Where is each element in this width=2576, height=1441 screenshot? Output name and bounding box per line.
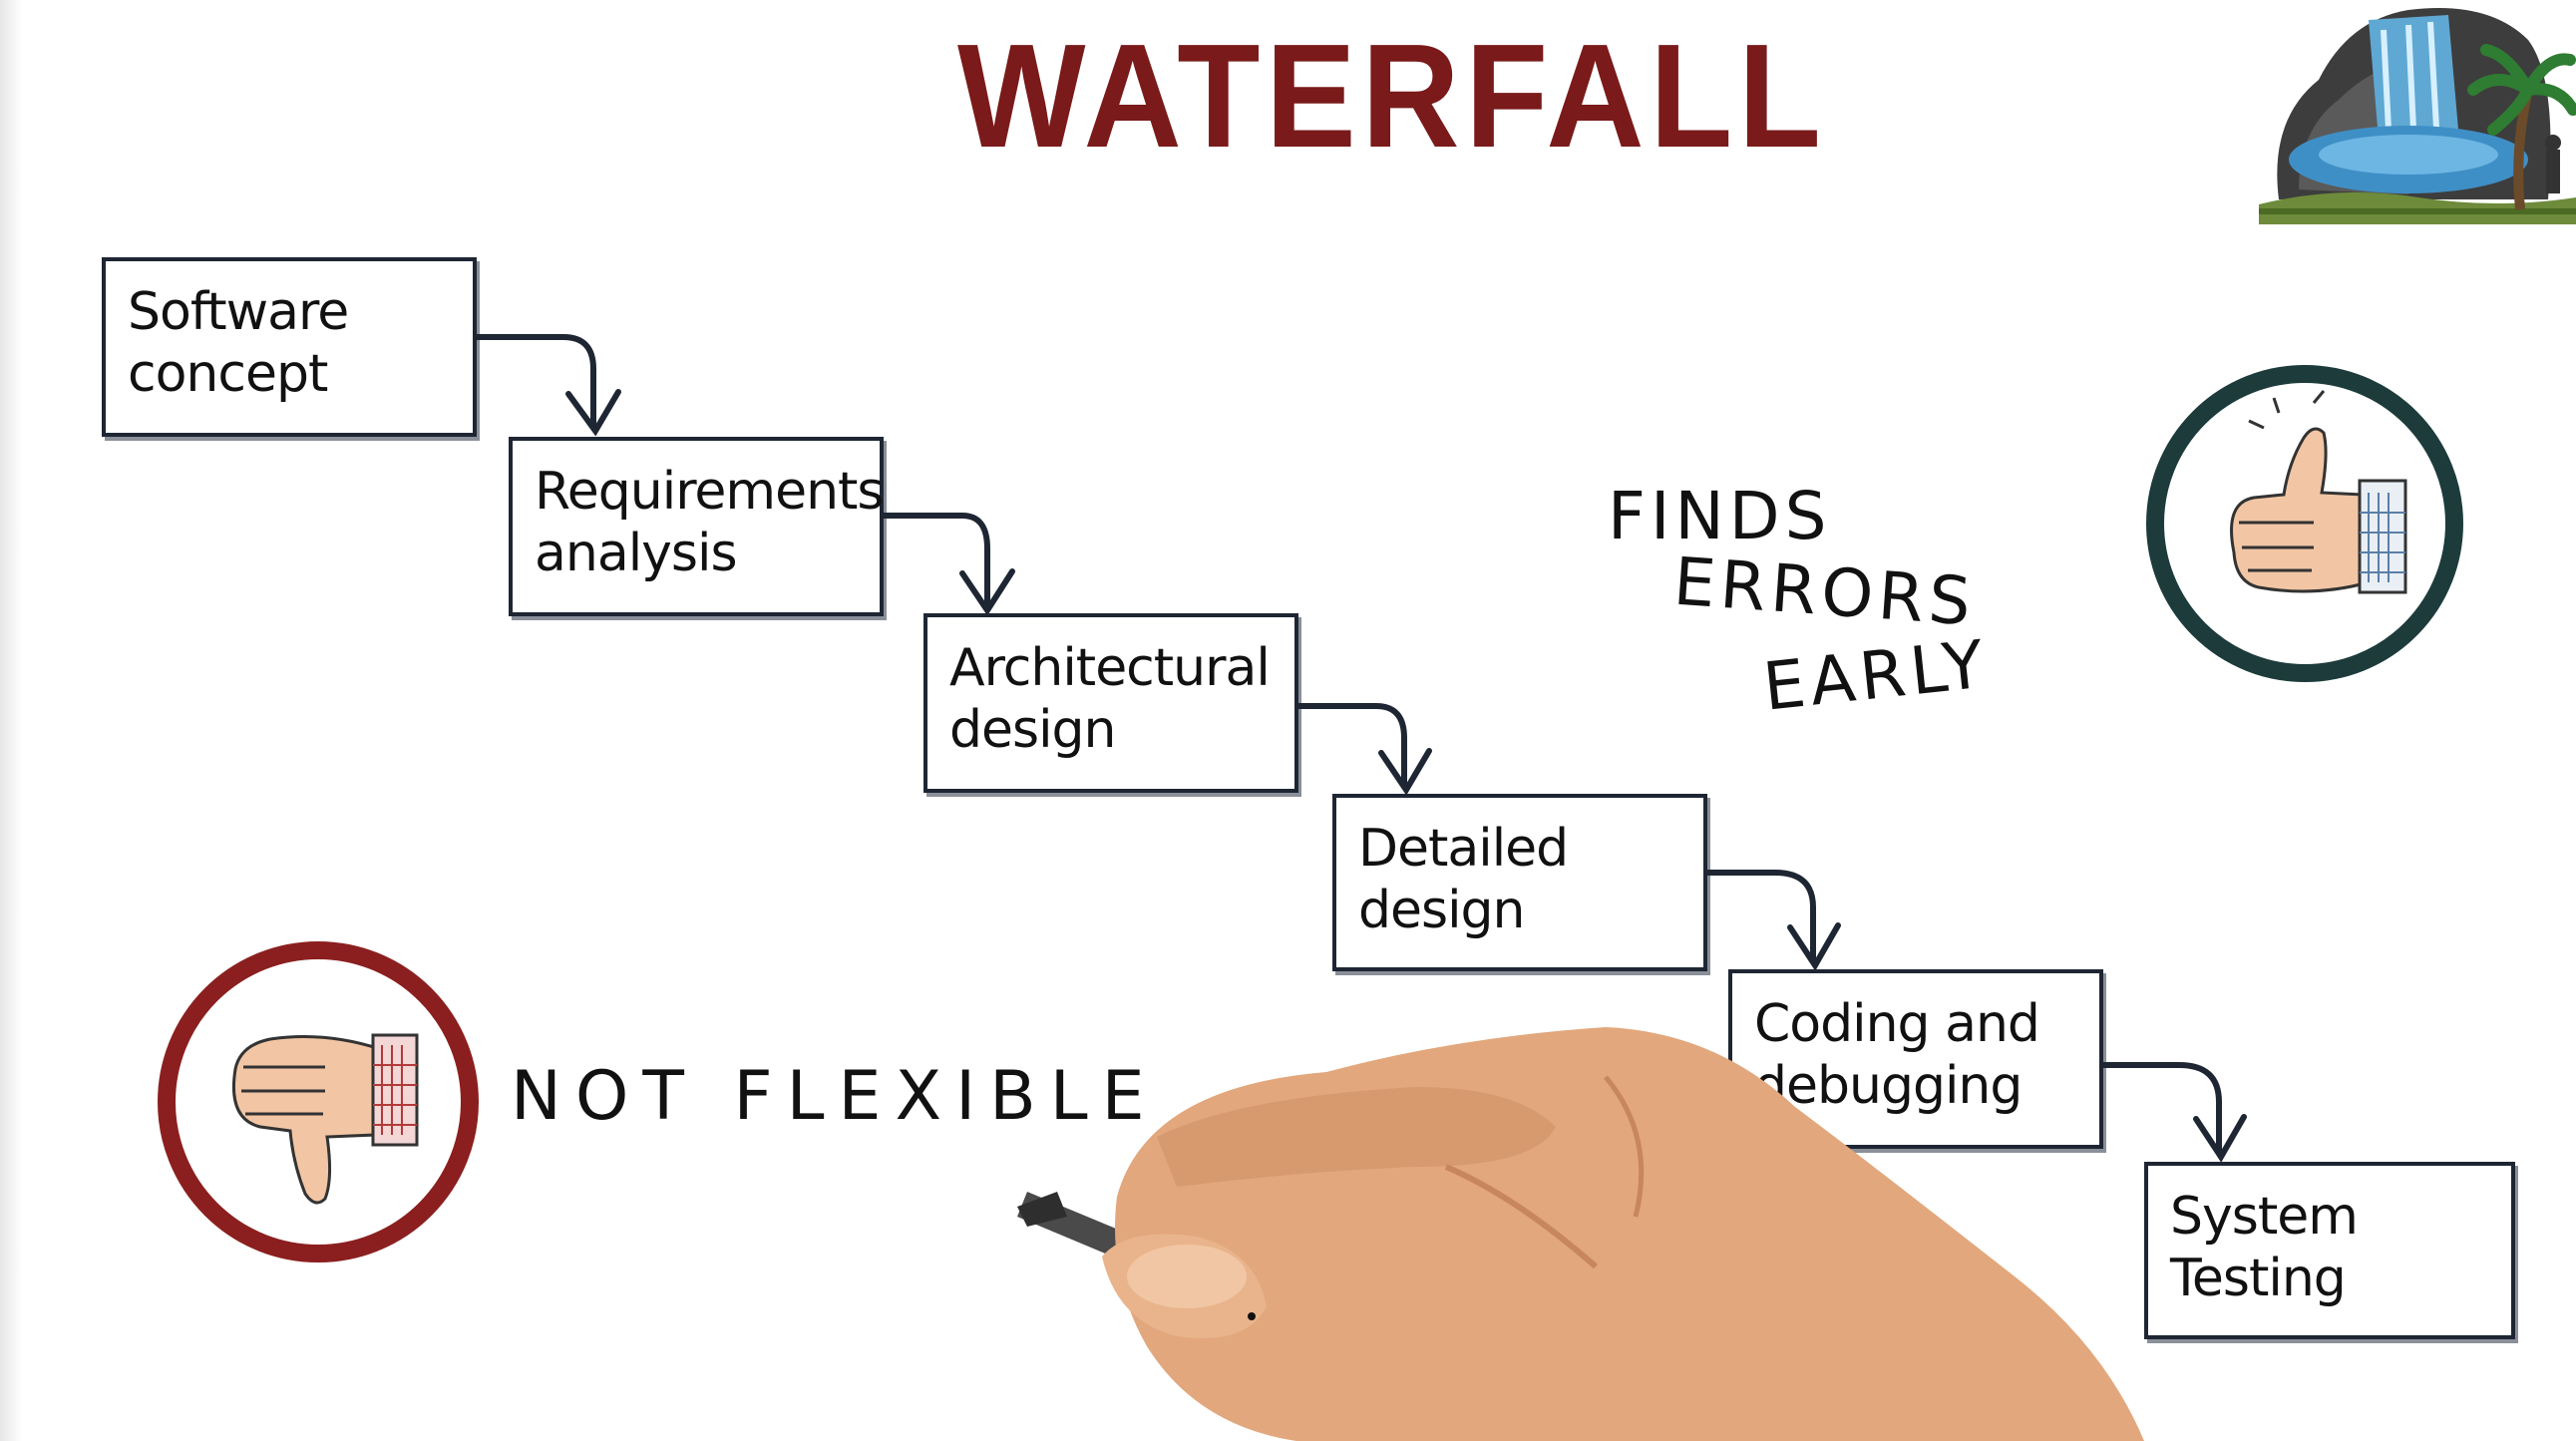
step-label-line2: analysis	[535, 524, 738, 583]
step-system-testing: System Testing	[2144, 1162, 2515, 1339]
page-title: WATERFALL	[957, 14, 1827, 179]
arrow-4	[1704, 870, 1816, 962]
step-label-line1: Coding and	[1754, 994, 2040, 1054]
step-label-line2: concept	[128, 344, 328, 404]
hand-holding-pen-icon	[1017, 1027, 2144, 1441]
step-detailed-design: Detailed design	[1332, 794, 1707, 971]
arrow-2-head	[959, 568, 1015, 616]
step-label-line1: System	[2170, 1187, 2359, 1247]
thumbs-up-icon	[2230, 390, 2407, 594]
step-label-line1: Requirements	[535, 462, 885, 522]
left-edge-shading	[0, 0, 22, 1441]
arrow-1-head	[565, 389, 621, 437]
step-label-line1: Detailed	[1358, 819, 1569, 879]
arrow-1	[474, 334, 596, 427]
arrow-3-head	[1378, 748, 1432, 796]
step-label-line2: design	[1358, 881, 1526, 940]
arrow-2	[881, 513, 990, 606]
pro-badge	[2146, 365, 2463, 682]
step-label-line1: Architectural	[949, 638, 1271, 698]
con-note: NOT FLEXIBLE	[511, 1057, 1159, 1136]
thumbs-down-icon	[231, 1033, 419, 1205]
con-badge	[158, 941, 479, 1262]
arrow-3	[1295, 703, 1407, 786]
step-architectural-design: Architectural design	[923, 613, 1298, 793]
step-requirements-analysis: Requirements analysis	[509, 437, 885, 616]
step-label-line2: Testing	[2170, 1249, 2347, 1308]
step-label-line2: debugging	[1754, 1056, 2023, 1116]
waterfall-illustration-icon	[2259, 0, 2576, 224]
arrow-5-head	[2193, 1114, 2247, 1163]
step-label-line1: Software	[128, 282, 349, 342]
step-software-concept: Software concept	[102, 257, 477, 437]
pro-note-line1: FINDS	[1608, 478, 1832, 554]
arrow-4-head	[1787, 922, 1841, 971]
arrow-5	[2100, 1062, 2222, 1155]
step-label-line2: design	[949, 700, 1117, 760]
